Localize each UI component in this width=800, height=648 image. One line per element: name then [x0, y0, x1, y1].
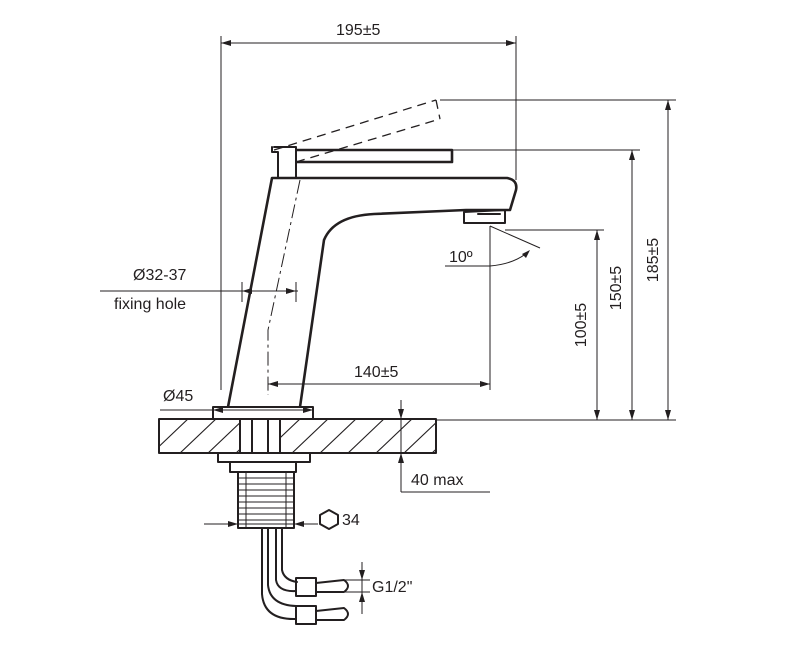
flexible-hoses — [261, 527, 349, 625]
spout-angle-label: 10º — [449, 249, 473, 266]
overall-height-label: 185±5 — [645, 238, 662, 282]
base-diameter-label: Ø45 — [163, 388, 193, 405]
handle-height-label: 150±5 — [608, 266, 625, 310]
fixing-hole-diameter-label: Ø32-37 — [133, 267, 186, 284]
fixing-hole-label: fixing hole — [114, 296, 186, 313]
counter-thickness-label: 40 max — [411, 472, 463, 489]
mounting-hardware — [217, 452, 311, 529]
nut-size-label: 34 — [342, 512, 360, 529]
width-label: 195±5 — [336, 22, 380, 39]
connection-thread-label: G1/2" — [372, 579, 412, 596]
centerline — [267, 179, 301, 395]
countertop — [158, 418, 437, 454]
spout-height-label: 100±5 — [573, 303, 590, 347]
countertop-hatching — [159, 419, 436, 453]
dimension-lines — [100, 36, 676, 614]
reach-label: 140±5 — [354, 364, 398, 381]
faucet-body — [212, 99, 518, 420]
thread-lines — [238, 472, 294, 528]
hexagon-icon — [319, 509, 339, 530]
